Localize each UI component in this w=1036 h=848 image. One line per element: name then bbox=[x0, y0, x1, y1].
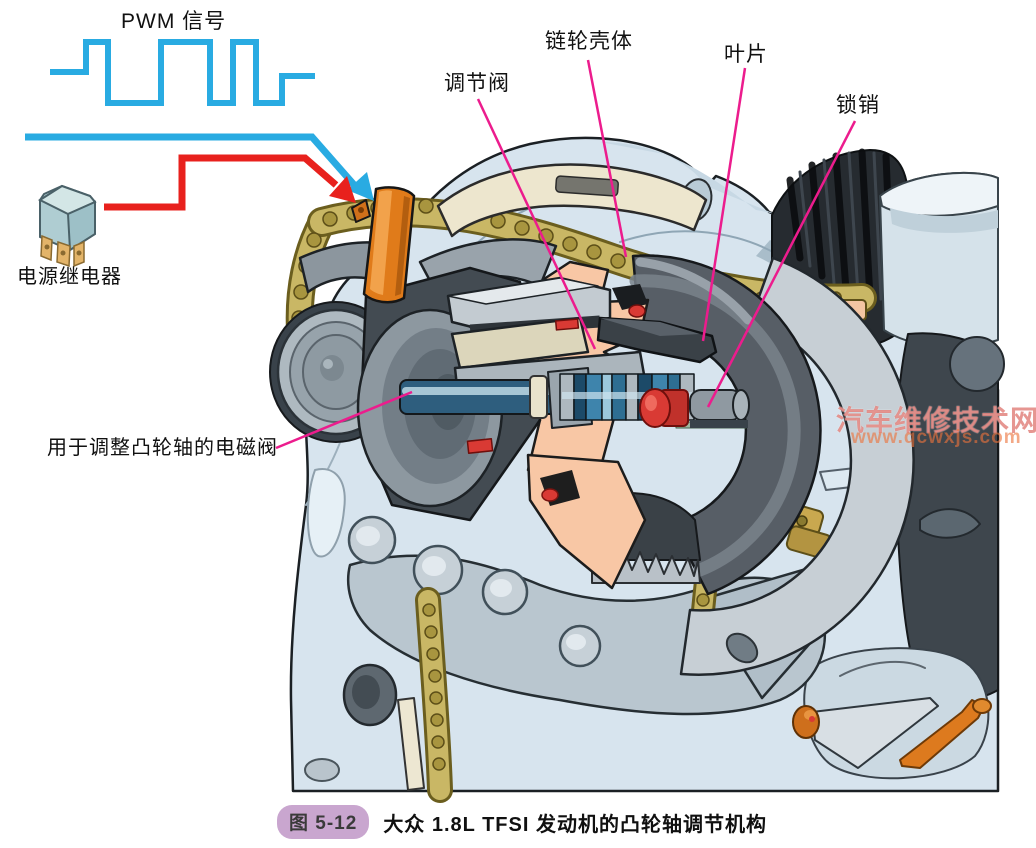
callout-lock-pin: 锁销 bbox=[836, 94, 880, 117]
figure-caption-text: 大众 1.8L TFSI 发动机的凸轮轴调节机构 bbox=[383, 813, 767, 836]
callout-sprocket-housing: 链轮壳体 bbox=[545, 30, 633, 53]
leader-solenoid bbox=[275, 390, 413, 450]
callout-vane: 叶片 bbox=[724, 43, 768, 66]
callout-regulating-valve: 调节阀 bbox=[444, 72, 510, 95]
lock-pin bbox=[689, 389, 750, 428]
sprocket-housing bbox=[629, 254, 822, 596]
pwm-waveform bbox=[50, 39, 315, 106]
red-signal-arrow bbox=[104, 154, 356, 211]
solenoid-connector bbox=[351, 186, 416, 304]
chain-guide bbox=[436, 163, 708, 238]
blue-signal-arrow bbox=[25, 133, 374, 201]
engine-illustration bbox=[269, 136, 1005, 803]
leader-lock-pin bbox=[706, 120, 857, 408]
oil-lever-assembly bbox=[792, 647, 992, 780]
right-cavity bbox=[894, 332, 1005, 701]
relay-icon bbox=[37, 184, 97, 268]
leader-regulating-valve bbox=[476, 98, 597, 350]
power-relay-label: 电源继电器 bbox=[17, 266, 122, 288]
vane bbox=[596, 316, 718, 364]
pwm-signal-label: PWM 信号 bbox=[121, 10, 227, 33]
figure-number-badge: 图 5-12 bbox=[277, 805, 370, 839]
leader-sprocket-housing bbox=[586, 59, 628, 258]
leader-vane bbox=[701, 67, 747, 342]
solenoid-valve bbox=[356, 266, 750, 522]
red-fitting bbox=[639, 388, 689, 428]
watermark-site-name: 汽车维修技术网 bbox=[836, 405, 1036, 436]
figure-caption: 图 5-12 大众 1.8L TFSI 发动机的凸轮轴调节机构 bbox=[277, 805, 767, 839]
leader-lines bbox=[275, 59, 857, 450]
cylinder-cup bbox=[879, 171, 999, 348]
callout-camshaft-solenoid: 用于调整凸轮轴的电磁阀 bbox=[47, 437, 278, 459]
watermark-site-url: www.qcwxjs.com bbox=[851, 427, 1022, 448]
